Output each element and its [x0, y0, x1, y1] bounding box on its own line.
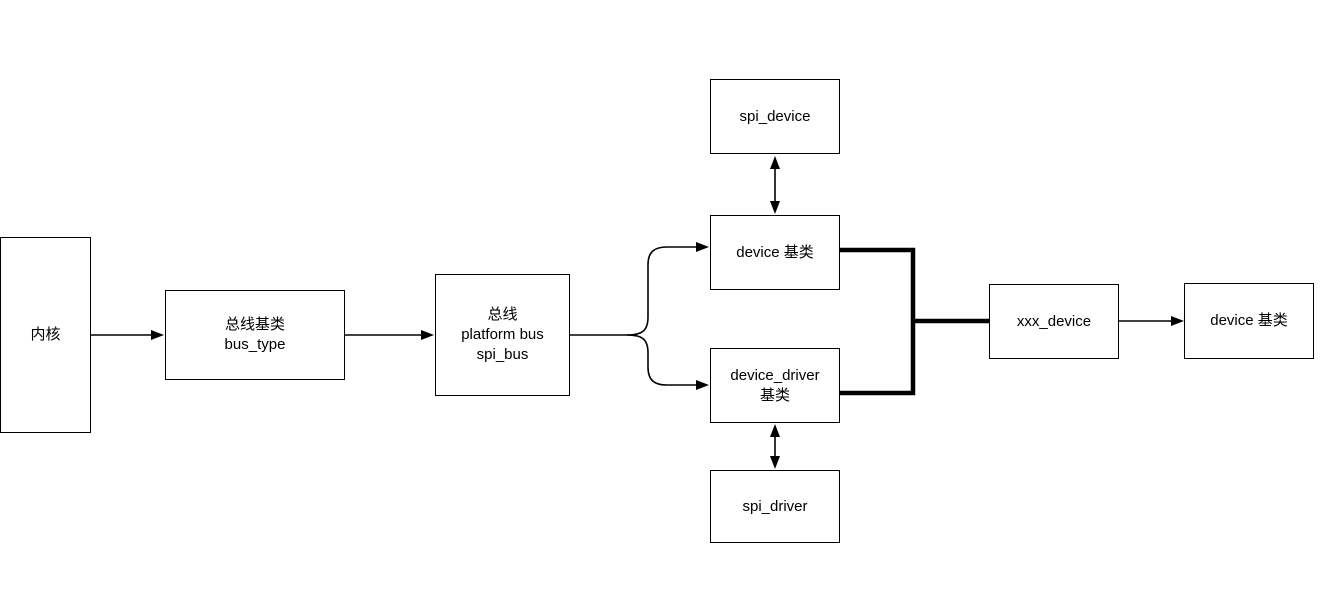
node-device-base-label: device 基类	[736, 243, 814, 261]
node-bus-label-line2: platform bus	[461, 326, 544, 343]
node-bus-base-label-line1: 总线基类	[224, 316, 285, 333]
edge-device-driver-base-spi-driver	[770, 424, 780, 469]
node-device-base: device 基类	[710, 215, 840, 290]
node-xxx-device-label: xxx_device	[1016, 312, 1092, 330]
node-bus-base: 总线基类 bus_type	[165, 290, 345, 380]
node-device-driver-base: device_driver 基类	[710, 348, 840, 423]
node-spi-device-label: spi_device	[739, 107, 811, 125]
node-kernel-label: 内核	[30, 326, 61, 343]
edge-bases-to-xxx-device	[840, 247, 989, 396]
node-device-driver-base-label-line2: 基类	[759, 386, 790, 404]
edge-bus-to-device-base	[570, 242, 709, 336]
node-bus: 总线 platform bus spi_bus	[435, 274, 570, 396]
node-device-driver-base-label-line1: device_driver	[730, 366, 820, 384]
node-spi-driver-label: spi_driver	[742, 497, 808, 515]
edge-xxx-device-to-device-base-right	[1119, 316, 1184, 326]
node-spi-driver: spi_driver	[710, 470, 840, 543]
edge-bus-to-device-driver-base	[626, 334, 709, 390]
node-spi-device: spi_device	[710, 79, 840, 154]
node-device-base-right-label: device 基类	[1210, 312, 1288, 329]
edge-bus-base-to-bus	[345, 330, 434, 340]
node-kernel: 内核	[0, 237, 91, 433]
node-xxx-device: xxx_device	[989, 284, 1119, 359]
node-bus-label-line1: 总线	[487, 306, 518, 323]
node-bus-base-label-line2: bus_type	[224, 336, 286, 353]
edge-spi-device-device-base	[770, 156, 780, 214]
node-bus-label-line3: spi_bus	[476, 346, 529, 363]
node-device-base-right: device 基类	[1184, 283, 1314, 359]
edge-kernel-to-bus-base	[91, 330, 164, 340]
